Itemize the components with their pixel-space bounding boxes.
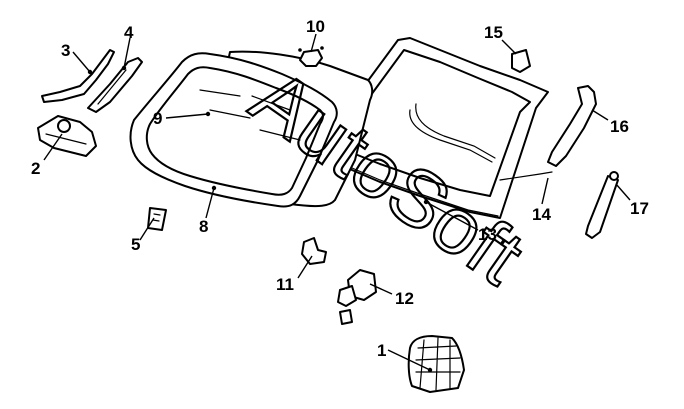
callout-11: 11	[276, 275, 294, 294]
callout-17: 17	[630, 199, 649, 218]
part-17-gas-strut	[585, 171, 619, 239]
part-12-lock	[337, 269, 377, 325]
callout-14: 14	[532, 205, 551, 224]
part-2-wiper-motor	[37, 115, 97, 157]
part-5-bracket	[147, 207, 167, 231]
callout-10: 10	[306, 17, 325, 36]
callout-2: 2	[31, 159, 40, 178]
callout-1: 1	[377, 341, 386, 360]
callout-3: 3	[61, 41, 70, 60]
callout-labels: 1 2 3 4 5 8 9 10 11 12 13 14 15 16 17	[31, 17, 649, 360]
callout-9: 9	[153, 109, 162, 128]
callout-5: 5	[131, 235, 140, 254]
part-3-wiper-arm	[41, 49, 115, 103]
part-16-hinge	[547, 85, 597, 167]
callout-16: 16	[610, 117, 629, 136]
windscreen-glass	[129, 50, 374, 208]
part-1-lamp	[407, 335, 465, 393]
part-4-wiper-blade	[87, 57, 143, 113]
callout-12: 12	[395, 289, 414, 308]
leader-lines	[43, 33, 631, 373]
rear-window-glass	[334, 37, 553, 219]
callout-8: 8	[199, 217, 208, 236]
part-10-clip	[298, 46, 324, 67]
part-15-clip	[511, 49, 531, 73]
callout-13: 13	[478, 225, 497, 244]
callout-15: 15	[484, 23, 503, 42]
callout-4: 4	[124, 23, 134, 42]
part-11-striker	[301, 237, 327, 265]
